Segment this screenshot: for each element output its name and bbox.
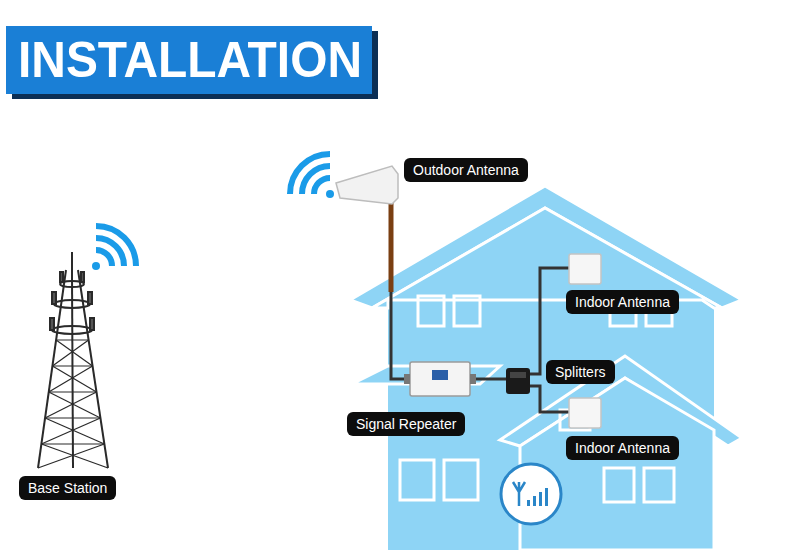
- outdoor-antenna: [336, 166, 398, 204]
- tower-brace: [38, 444, 104, 468]
- label-pill: Indoor Antenna: [566, 290, 679, 314]
- tower-brace: [49, 392, 101, 418]
- title-banner: INSTALLATION: [6, 26, 372, 94]
- cable: [391, 268, 569, 412]
- tower-brace: [49, 391, 97, 392]
- tower-brace: [45, 392, 96, 418]
- tower-brace: [41, 418, 100, 444]
- indoor-antenna: [569, 254, 601, 428]
- label-text: Splitters: [555, 364, 606, 380]
- tower-brace: [41, 444, 108, 468]
- tower-brace: [41, 443, 104, 444]
- signal-icon: [290, 154, 334, 198]
- tower-brace: [52, 365, 92, 366]
- tower-brace: [56, 340, 92, 366]
- signal-icon: [92, 226, 136, 270]
- label-text: Outdoor Antenna: [413, 162, 519, 178]
- tower-brace: [45, 417, 100, 418]
- label-pill: Outdoor Antenna: [404, 158, 528, 182]
- splitter: [506, 368, 530, 394]
- title: INSTALLATION: [18, 34, 362, 86]
- tower-brace: [49, 366, 93, 392]
- label-pill: Base Station: [19, 476, 116, 500]
- base-station-tower: [38, 252, 108, 468]
- label-text: Base Station: [28, 480, 107, 496]
- tower-brace: [56, 339, 89, 340]
- coverage-icon: [501, 464, 561, 524]
- label-pill: Indoor Antenna: [566, 436, 679, 460]
- tower-brace: [45, 418, 104, 444]
- label-text: Signal Repeater: [356, 416, 456, 432]
- tower-brace: [52, 340, 88, 366]
- house: [350, 186, 742, 550]
- signal-repeater: [404, 362, 476, 396]
- tower-brace: [52, 366, 96, 392]
- label-text: Indoor Antenna: [575, 440, 670, 456]
- label-pill: Splitters: [546, 360, 615, 384]
- label-text: Indoor Antenna: [575, 294, 670, 310]
- label-pill: Signal Repeater: [347, 412, 465, 436]
